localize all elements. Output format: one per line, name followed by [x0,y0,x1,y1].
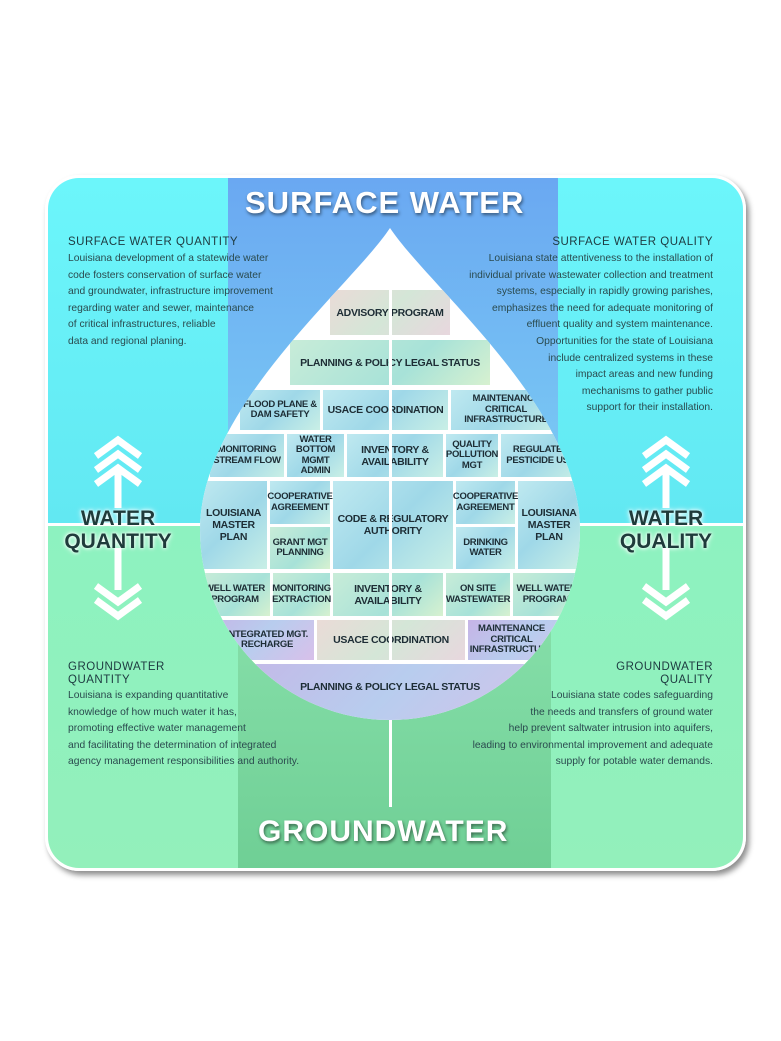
right-up-arrow-icon [641,435,691,508]
vertical-divider-lower [389,720,392,807]
cell-coop-left: COOPERATIVE AGREEMENT [270,481,330,524]
swql-text: Louisiana state attentiveness to the ins… [469,253,713,414]
swq-text: Louisiana development of a statewide wat… [68,253,273,347]
cell-drinking: DRINKING WATER [456,527,515,569]
cell-code: CODE & REGULATORY AUTHORITY [333,481,453,569]
right-down-arrow-icon [641,548,691,621]
swql-heading: SURFACE WATER QUALITY [552,236,713,248]
left-up-arrow-icon [93,435,143,508]
cell-extraction: MONITORING EXTRACTION [273,573,330,616]
cell-inventory-top: INVENTORY & AVAILABILITY [347,434,443,477]
cell-onsite: ON SITE WASTEWATER [446,573,510,616]
groundwater-title: GROUNDWATER [258,815,509,848]
cell-la-right: LOUISIANA MASTER PLAN [518,481,580,569]
left-down-arrow-icon [93,548,143,621]
cell-grant: GRANT MGT PLANNING [270,527,330,569]
cell-water-bottom: WATER BOTTOM MGMT ADMIN [287,434,344,477]
cell-inventory-bot: INVENTORY & AVAILABILITY [333,573,443,616]
cell-coop-right: COOPERATIVE AGREEMENT [456,481,515,524]
vertical-divider-upper [389,232,392,664]
swq-heading: SURFACE WATER QUANTITY [68,236,239,248]
cell-la-left: LOUISIANA MASTER PLAN [200,481,267,569]
cell-flood: FLOOD PLANE & DAM SAFETY [240,390,320,430]
cell-usace-top: USACE COORDINATION [323,390,448,430]
surface-water-title: SURFACE WATER [245,185,525,220]
cell-quality-pollution: QUALITY POLLUTION MGT [446,434,498,477]
